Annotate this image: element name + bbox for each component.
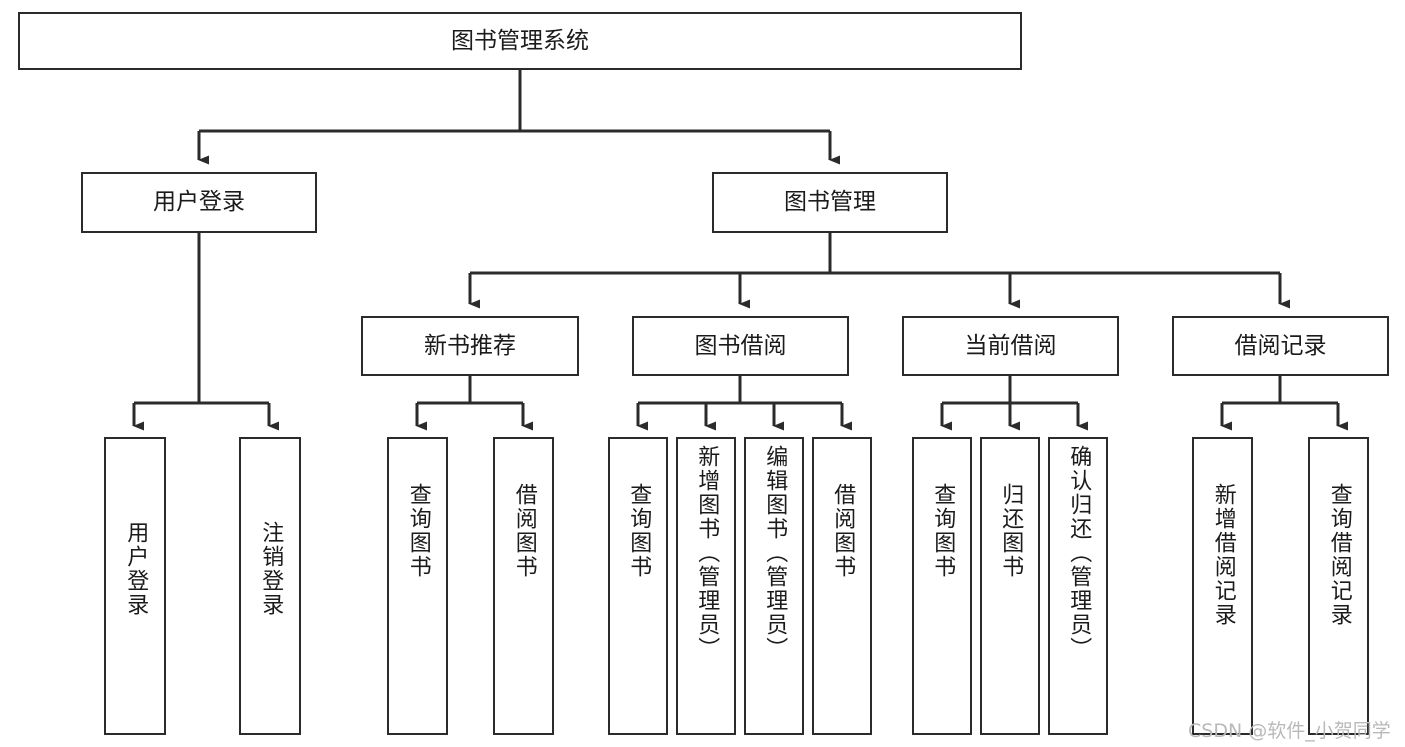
- node-leaf-borrow-add-book-admin[interactable]: 新增图书（管理员）: [676, 437, 736, 735]
- node-label: 借阅图书: [511, 483, 537, 579]
- node-label: 借阅图书: [830, 483, 856, 579]
- node-leaf-current-query-book[interactable]: 查询图书: [912, 437, 972, 735]
- node-new-book-recommend[interactable]: 新书推荐: [361, 316, 579, 376]
- node-label: 编辑图书（管理员）: [762, 445, 788, 661]
- node-label: 新书推荐: [424, 332, 516, 359]
- node-label: 归还图书: [998, 483, 1024, 579]
- node-borrow-record[interactable]: 借阅记录: [1172, 316, 1389, 376]
- node-root-book-management-system[interactable]: 图书管理系统: [18, 12, 1022, 70]
- node-leaf-recommend-borrow-book[interactable]: 借阅图书: [493, 437, 554, 735]
- node-label: 当前借阅: [964, 332, 1057, 359]
- node-label: 查询图书: [626, 483, 652, 579]
- node-leaf-borrow-borrow-book[interactable]: 借阅图书: [812, 437, 872, 735]
- node-label: 查询图书: [405, 483, 431, 579]
- node-current-borrow[interactable]: 当前借阅: [902, 316, 1119, 376]
- node-leaf-recommend-query-book[interactable]: 查询图书: [387, 437, 448, 735]
- node-leaf-current-return-book[interactable]: 归还图书: [980, 437, 1040, 735]
- node-label: 借阅记录: [1234, 332, 1327, 359]
- node-leaf-current-confirm-return-admin[interactable]: 确认归还（管理员）: [1048, 437, 1108, 735]
- node-label: 图书借阅: [694, 332, 787, 359]
- node-leaf-record-query-borrow-record[interactable]: 查询借阅记录: [1308, 437, 1369, 735]
- node-label: 查询借阅记录: [1326, 483, 1352, 627]
- node-label: 新增借阅记录: [1210, 483, 1236, 627]
- node-book-management[interactable]: 图书管理: [712, 172, 948, 233]
- node-leaf-user-logout[interactable]: 注销登录: [239, 437, 301, 735]
- node-leaf-borrow-edit-book-admin[interactable]: 编辑图书（管理员）: [744, 437, 804, 735]
- node-label: 图书管理: [784, 189, 876, 216]
- node-label: 用户登录: [123, 521, 149, 617]
- node-leaf-record-add-borrow-record[interactable]: 新增借阅记录: [1192, 437, 1253, 735]
- node-leaf-borrow-query-book[interactable]: 查询图书: [608, 437, 668, 735]
- node-label: 图书管理系统: [451, 27, 589, 54]
- node-label: 确认归还（管理员）: [1066, 445, 1092, 661]
- node-label: 用户登录: [153, 189, 245, 216]
- csdn-watermark: CSDN @软件_小贺同学: [1188, 720, 1391, 742]
- node-user-login[interactable]: 用户登录: [81, 172, 317, 233]
- node-book-borrow[interactable]: 图书借阅: [632, 316, 849, 376]
- node-leaf-user-login[interactable]: 用户登录: [104, 437, 166, 735]
- node-label: 新增图书（管理员）: [694, 445, 720, 661]
- node-label: 查询图书: [930, 483, 956, 579]
- node-label: 注销登录: [258, 521, 284, 617]
